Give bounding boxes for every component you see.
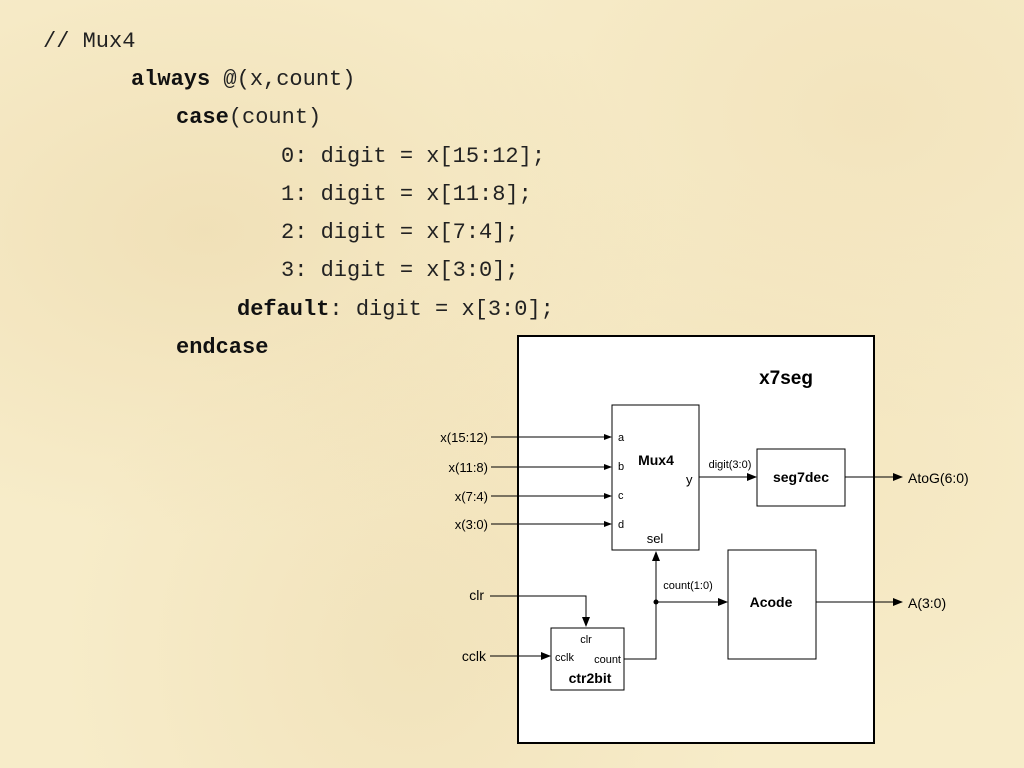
wire-clr [490, 595, 590, 627]
junction-dot [653, 599, 659, 605]
input-cclk: cclk [462, 648, 487, 664]
input-x7-4: x(7:4) [455, 489, 488, 504]
digit-label: digit(3:0) [709, 459, 752, 471]
acode-block [727, 549, 817, 660]
mux4-label: Mux4 [638, 452, 674, 468]
keyword-always: always [131, 67, 211, 92]
input-x15-12: x(15:12) [440, 430, 488, 445]
ctr-port-count: count [594, 654, 621, 666]
default-stmt: : digit = x[3:0]; [329, 297, 554, 322]
code-comment: // Mux4 [43, 29, 136, 54]
ctr2bit-label: ctr2bit [569, 670, 612, 686]
wire-count-up [624, 602, 657, 660]
code-case-3: 3: digit = x[3:0]; [281, 258, 519, 283]
input-x3-0: x(3:0) [455, 517, 488, 532]
keyword-endcase: endcase [176, 335, 269, 360]
mux4-block [611, 404, 700, 551]
keyword-case: case [176, 105, 229, 130]
acode-label: Acode [750, 594, 793, 610]
code-case-line: case(count) [176, 105, 321, 131]
ctr2bit-block [550, 627, 625, 691]
code-always-line: always @(x,count) [131, 67, 355, 93]
output-atog: AtoG(6:0) [908, 470, 969, 486]
keyword-default: default [237, 297, 330, 322]
seg7dec-label: seg7dec [773, 469, 829, 485]
code-case-1: 1: digit = x[11:8]; [281, 182, 532, 207]
case-expr: (count) [228, 105, 322, 130]
always-sensitivity: @(x,count) [210, 67, 356, 92]
output-a: A(3:0) [908, 595, 946, 611]
mux-port-sel: sel [647, 531, 664, 546]
mux-port-y: y [686, 472, 693, 487]
code-case-0: 0: digit = x[15:12]; [281, 144, 546, 169]
ctr-port-clr: clr [580, 634, 592, 646]
input-clr: clr [469, 587, 484, 603]
x7seg-title: x7seg [759, 368, 813, 389]
mux-port-b: b [618, 461, 624, 473]
code-endcase-line: endcase [176, 335, 268, 361]
seg7dec-block [756, 448, 846, 507]
mux-port-d: d [618, 519, 624, 531]
code-case-2: 2: digit = x[7:4]; [281, 220, 519, 245]
mux-port-a: a [618, 432, 625, 444]
count-label: count(1:0) [663, 580, 713, 592]
mux-port-c: c [618, 490, 624, 502]
input-x11-8: x(11:8) [449, 460, 489, 475]
code-default-line: default: digit = x[3:0]; [237, 297, 554, 323]
ctr-port-cclk: cclk [555, 652, 574, 664]
